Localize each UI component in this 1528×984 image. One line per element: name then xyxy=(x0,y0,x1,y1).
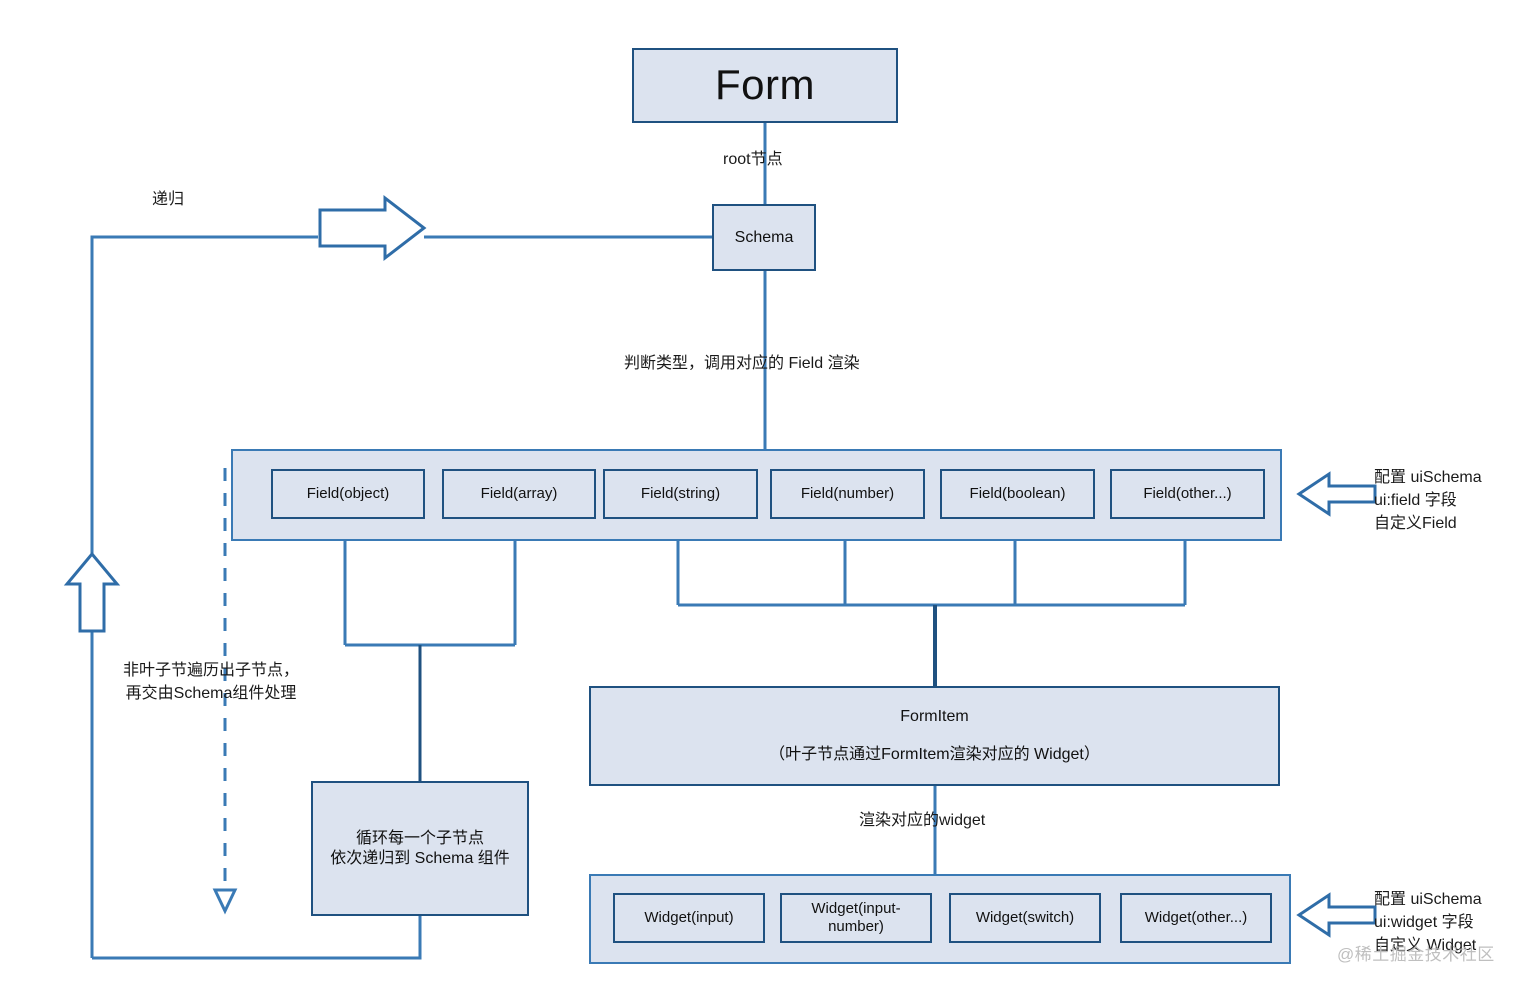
node-loop-children[interactable]: 循环每一个子节点 依次递归到 Schema 组件 xyxy=(311,781,529,916)
edge-label-non-leaf: 非叶子节遍历出子节点， 再交由Schema组件处理 xyxy=(123,662,300,703)
widget-label: Widget(other...) xyxy=(1144,909,1248,926)
field-box-boolean[interactable]: Field(boolean) xyxy=(940,469,1095,519)
edge-loop-return xyxy=(92,916,422,960)
recursion-block-arrow-up-icon xyxy=(63,551,121,633)
node-form[interactable]: Form xyxy=(632,48,898,123)
field-box-string[interactable]: Field(string) xyxy=(603,469,758,519)
node-formitem-title: FormItem xyxy=(900,708,969,725)
widget-box-switch[interactable]: Widget(switch) xyxy=(949,893,1101,943)
edge-recursion-rail-left xyxy=(90,235,318,958)
edge-label-render-widget: 渲染对应的widget xyxy=(859,812,986,829)
annotation-field-note: 配置 uiSchema ui:field 字段 自定义Field xyxy=(1374,469,1482,533)
widget-label: Widget(switch) xyxy=(975,909,1075,926)
widget-box-other[interactable]: Widget(other...) xyxy=(1120,893,1272,943)
node-formitem[interactable]: FormItem （叶子节点通过FormItem渲染对应的 Widget） xyxy=(589,686,1280,786)
widget-box-input[interactable]: Widget(input) xyxy=(613,893,765,943)
field-box-object[interactable]: Field(object) xyxy=(271,469,425,519)
widget-note-block-arrow-icon xyxy=(1296,892,1377,938)
dashed-arrowhead-icon xyxy=(212,888,238,915)
field-label: Field(object) xyxy=(306,485,390,502)
widget-group-container: Widget(input) Widget(input- number) Widg… xyxy=(589,874,1291,964)
edge-label-dispatch-field: 判断类型，调用对应的 Field 渲染 xyxy=(624,355,860,372)
node-formitem-subtitle: （叶子节点通过FormItem渲染对应的 Widget） xyxy=(769,746,1100,763)
node-schema-label: Schema xyxy=(734,228,794,246)
node-form-label: Form xyxy=(715,61,815,109)
field-box-array[interactable]: Field(array) xyxy=(442,469,596,519)
widget-label: Widget(input- number) xyxy=(811,900,901,935)
field-box-other[interactable]: Field(other...) xyxy=(1110,469,1265,519)
field-label: Field(string) xyxy=(640,485,721,502)
widget-label: Widget(input) xyxy=(644,909,734,926)
field-label: Field(boolean) xyxy=(969,485,1066,502)
node-loop-line1: 循环每一个子节点 xyxy=(355,829,484,847)
widget-box-input-number[interactable]: Widget(input- number) xyxy=(780,893,932,943)
field-box-number[interactable]: Field(number) xyxy=(770,469,925,519)
field-group-container: Field(object) Field(array) Field(string)… xyxy=(231,449,1282,541)
edge-label-root-node: root节点 xyxy=(723,151,783,168)
node-schema[interactable]: Schema xyxy=(712,204,816,271)
field-note-block-arrow-icon xyxy=(1296,471,1377,517)
edge-label-recursion: 递归 xyxy=(152,191,185,208)
node-loop-line2: 依次递归到 Schema 组件 xyxy=(330,849,510,867)
watermark: @稀土掘金技术社区 xyxy=(1337,945,1495,964)
annotation-widget-note: 配置 uiSchema ui:widget 字段 自定义 Widget xyxy=(1374,891,1482,955)
recursion-block-arrow-icon xyxy=(318,194,427,262)
field-label: Field(array) xyxy=(480,485,558,502)
field-label: Field(number) xyxy=(800,485,895,502)
field-label: Field(other...) xyxy=(1143,485,1232,502)
